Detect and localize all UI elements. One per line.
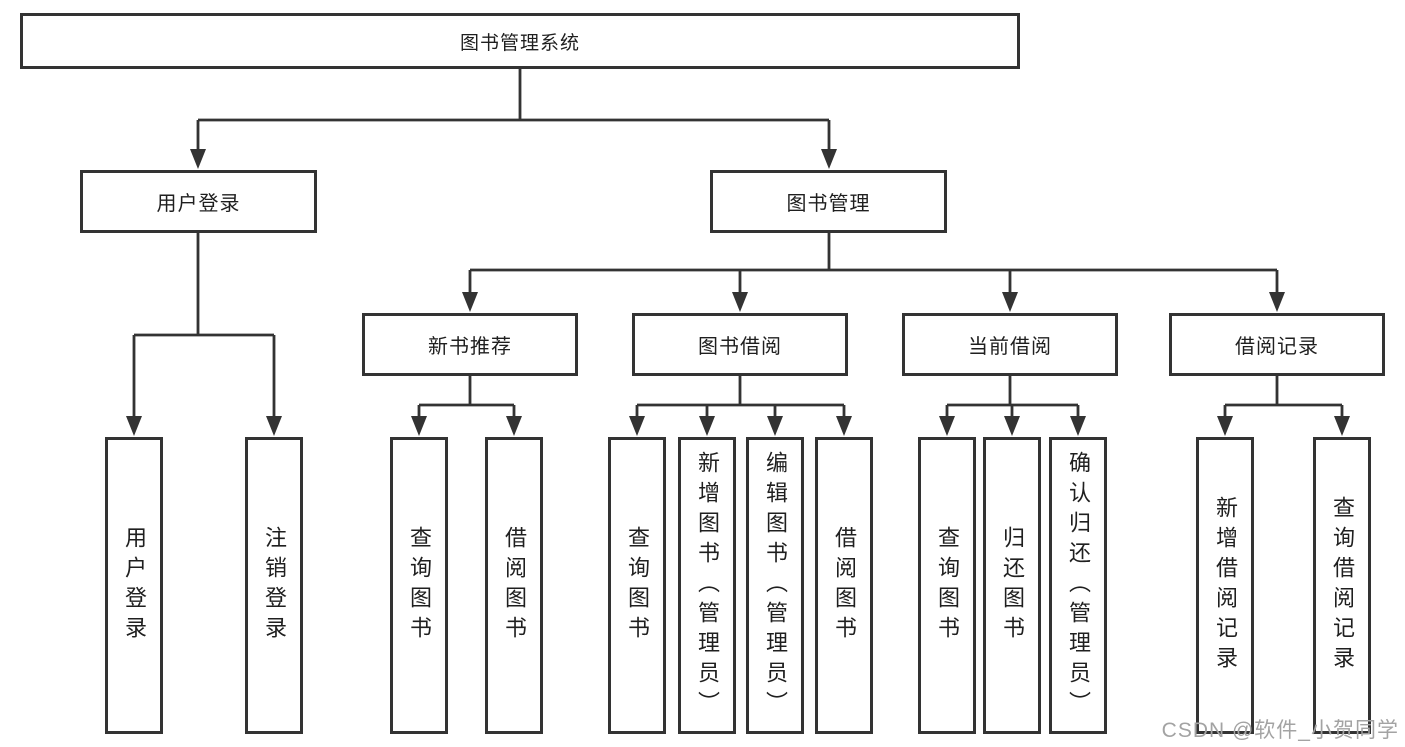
connector-root-to-level2 xyxy=(196,68,831,152)
connector-level3-to-leaves xyxy=(417,376,1344,419)
node-current-borrowing: 当前借阅 xyxy=(902,313,1118,376)
node-label: 注销登录 xyxy=(262,525,287,646)
leaf-confirm-return-admin: 确认归还（管理员） xyxy=(1049,437,1107,734)
node-label: 新增图书（管理员） xyxy=(695,450,720,721)
node-label: 编辑图书（管理员） xyxy=(763,450,788,721)
node-label: 图书借阅 xyxy=(698,336,782,358)
node-label: 查询图书 xyxy=(935,525,960,646)
leaf-borrow-books: 借阅图书 xyxy=(815,437,873,734)
node-label: 借阅图书 xyxy=(832,525,857,646)
watermark-text: CSDN @软件_小贺同学 xyxy=(1161,719,1399,742)
node-label: 新增借阅记录 xyxy=(1213,495,1238,676)
leaf-return-books: 归还图书 xyxy=(983,437,1041,734)
connector-bookmgmt-to-level3 xyxy=(468,233,1279,295)
node-new-book-recommendation: 新书推荐 xyxy=(362,313,578,376)
node-label: 用户登录 xyxy=(156,193,241,215)
leaf-user-login: 用户登录 xyxy=(105,437,163,734)
node-label: 归还图书 xyxy=(1000,525,1025,646)
leaf-query-books: 查询图书 xyxy=(390,437,448,734)
node-label: 借阅记录 xyxy=(1235,336,1319,358)
leaf-logout: 注销登录 xyxy=(245,437,303,734)
node-library-system: 图书管理系统 xyxy=(20,13,1020,69)
node-label: 借阅图书 xyxy=(502,525,527,646)
node-label: 确认归还（管理员） xyxy=(1066,450,1091,721)
node-label: 查询图书 xyxy=(625,525,650,646)
node-user-login: 用户登录 xyxy=(80,170,317,233)
node-label: 新书推荐 xyxy=(428,336,512,358)
connector-userlogin-to-leaves xyxy=(132,233,276,419)
node-label: 图书管理系统 xyxy=(459,32,580,54)
node-label: 查询图书 xyxy=(407,525,432,646)
leaf-edit-books-admin: 编辑图书（管理员） xyxy=(746,437,804,734)
leaf-query-books: 查询图书 xyxy=(608,437,666,734)
node-borrowing-records: 借阅记录 xyxy=(1169,313,1385,376)
leaf-add-borrow-record: 新增借阅记录 xyxy=(1196,437,1254,734)
node-label: 图书管理 xyxy=(786,193,871,215)
leaf-add-books-admin: 新增图书（管理员） xyxy=(678,437,736,734)
node-label: 当前借阅 xyxy=(968,336,1052,358)
leaf-query-borrow-record: 查询借阅记录 xyxy=(1313,437,1371,734)
node-label: 查询借阅记录 xyxy=(1330,495,1355,676)
leaf-query-books: 查询图书 xyxy=(918,437,976,734)
node-book-borrowing: 图书借阅 xyxy=(632,313,848,376)
node-label: 用户登录 xyxy=(122,525,147,646)
leaf-borrow-books: 借阅图书 xyxy=(485,437,543,734)
node-book-management: 图书管理 xyxy=(710,170,947,233)
